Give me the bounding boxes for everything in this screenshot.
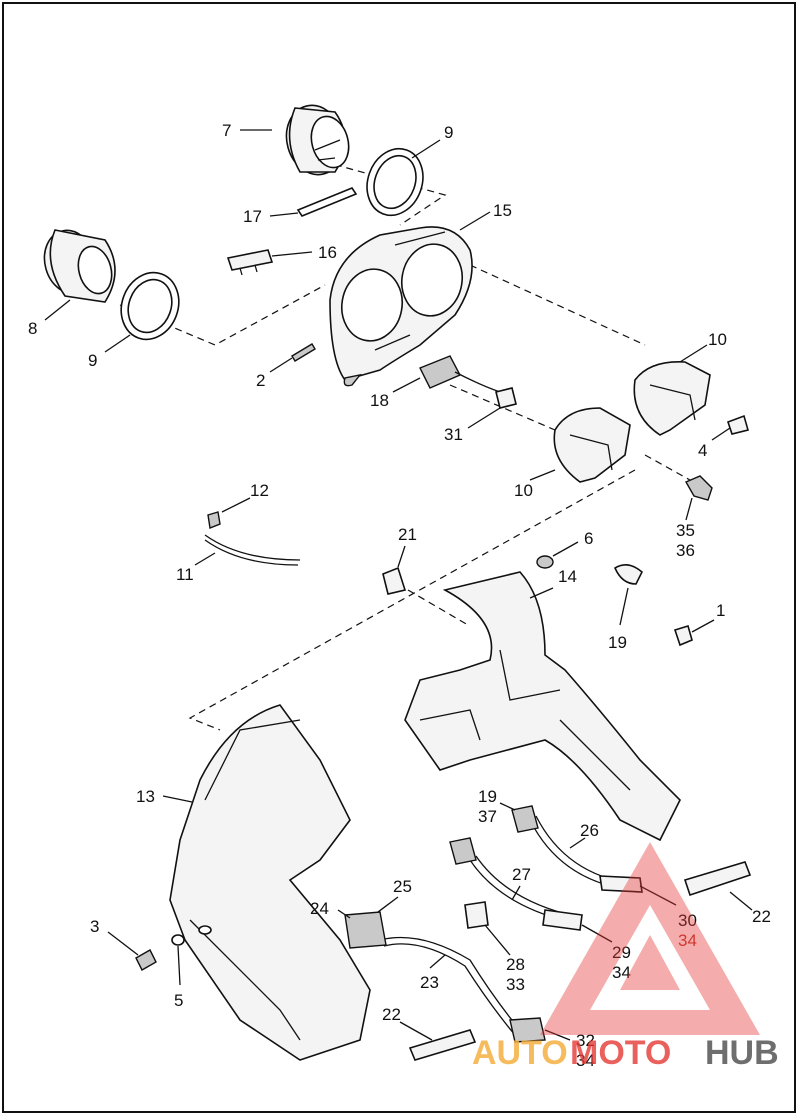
watermark-text: AUTO MOTO HUB: [472, 1034, 779, 1072]
harness-26: [511, 805, 643, 893]
callout-10: 10: [514, 481, 533, 500]
bracket-22a: [683, 861, 752, 897]
callout-17: 17: [243, 207, 262, 226]
callout-34: 34: [612, 963, 631, 982]
callout-32: 32: [576, 1031, 595, 1050]
callout-4: 4: [698, 441, 707, 460]
callout-9: 9: [88, 351, 97, 370]
retainer-clip-16: [226, 249, 274, 276]
callout-9: 9: [444, 123, 453, 142]
callout-36: 36: [676, 541, 695, 560]
callout-12: 12: [250, 481, 269, 500]
screw-3: [135, 949, 157, 971]
connector-35: [685, 475, 713, 501]
callout-25: 25: [393, 877, 412, 896]
washer-5: [171, 934, 185, 946]
callout-35: 35: [676, 521, 695, 540]
callout-33: 33: [506, 975, 525, 994]
callout-27: 27: [512, 865, 531, 884]
clip-21: [382, 566, 407, 595]
grommet-6: [536, 555, 554, 569]
callout-10: 10: [708, 330, 727, 349]
watermark-triangle-icon: [540, 842, 760, 1035]
callout-labels: 7 9 17 15 16 8 9 2 18 31 10 4 10 35 36 1…: [28, 121, 771, 1070]
connector-18: [419, 355, 501, 393]
callout-5: 5: [174, 991, 183, 1010]
callout-22: 22: [382, 1005, 401, 1024]
callout-22: 22: [752, 907, 771, 926]
gauge-bracket-10a: [633, 361, 711, 436]
instrument-bezel-15: [329, 226, 473, 387]
screw-2: [291, 343, 316, 362]
callout-29: 29: [612, 943, 631, 962]
cover-14: [404, 571, 681, 842]
screw-4: [726, 414, 749, 435]
connector-31: [495, 387, 517, 409]
callout-26: 26: [580, 821, 599, 840]
clip-19: [613, 564, 643, 585]
gauge-bracket-10b: [553, 407, 631, 483]
callout-23: 23: [420, 973, 439, 992]
fastener-1: [673, 624, 693, 647]
callout-15: 15: [493, 201, 512, 220]
gauge-housing-7: [285, 104, 350, 176]
leader-lines: [44, 129, 753, 1041]
callout-28: 28: [506, 955, 525, 974]
watermark-part-moto: MOTO: [570, 1034, 671, 1072]
wire-11: [204, 534, 301, 566]
callout-19: 19: [478, 787, 497, 806]
callout-16: 16: [318, 243, 337, 262]
callout-11: 11: [176, 565, 194, 584]
callout-8: 8: [28, 319, 37, 338]
callout-13: 13: [136, 787, 155, 806]
cover-13: [169, 704, 371, 1061]
callout-18: 18: [370, 391, 389, 410]
watermark-part-hub: HUB: [705, 1034, 779, 1072]
callout-1: 1: [716, 601, 725, 620]
watermark-part-auto: AUTO: [472, 1034, 568, 1072]
bracket-22b: [408, 1029, 477, 1061]
callout-31: 31: [444, 425, 463, 444]
callout-24: 24: [310, 899, 329, 918]
callout-34: 34: [576, 1051, 595, 1070]
callout-21: 21: [398, 525, 417, 544]
callout-3: 3: [90, 917, 99, 936]
light-pipe-17: [296, 187, 358, 217]
watermark-logo: [540, 842, 760, 1035]
callout-7: 7: [222, 121, 231, 140]
callout-34: 34: [678, 931, 697, 950]
gauge-housing-8: [43, 229, 116, 303]
callout-2: 2: [256, 371, 265, 390]
harness-23: [344, 901, 546, 1043]
gasket-ring-9a: [366, 147, 424, 217]
callout-6: 6: [584, 529, 593, 548]
alignment-lines: [119, 154, 691, 731]
callout-30: 30: [678, 911, 697, 930]
callout-19: 19: [608, 633, 627, 652]
callout-14: 14: [558, 567, 577, 586]
gasket-ring-9b: [120, 271, 180, 341]
bulb-12: [207, 511, 221, 529]
callout-37: 37: [478, 807, 497, 826]
